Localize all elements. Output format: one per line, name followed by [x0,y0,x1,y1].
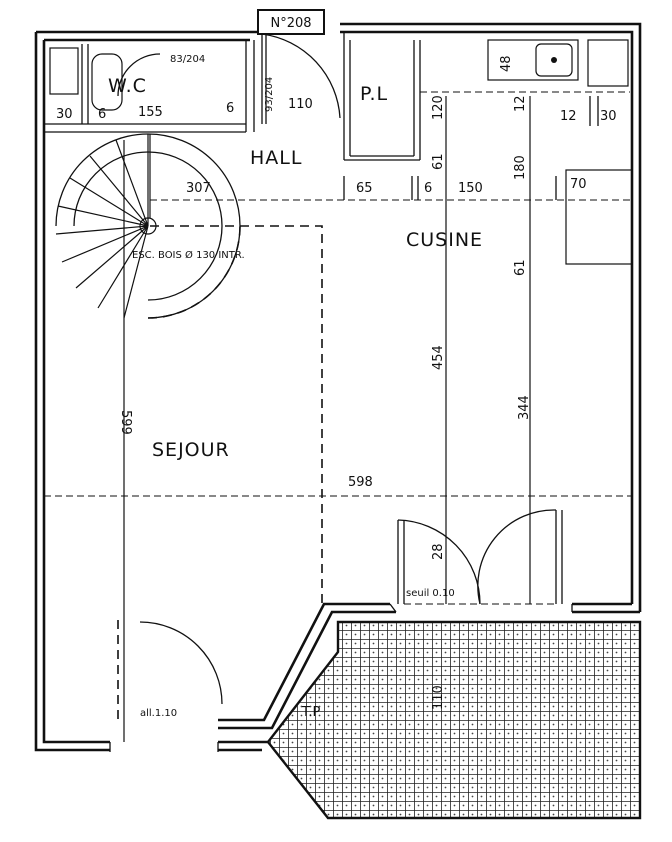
hall-area: HALL 307 65 6 150 70 61 180 61 [150,147,632,276]
dim-wc-155: 155 [138,105,163,120]
dim-k-12a: 12 [513,95,528,112]
wc-room: W.C 83/204 30 6 155 6 [44,40,255,133]
dim-h-307: 307 [186,181,211,196]
unit-number-tag: N°208 [257,9,325,35]
dim-t-110: 110 [431,685,446,710]
dim-pl-120: 120 [431,95,446,120]
dim-h-598: 598 [348,475,373,490]
dim-h-180: 180 [513,155,528,180]
dim-wc-6a: 6 [98,107,106,122]
terrace-floor [266,620,642,820]
dim-h-61a: 61 [431,153,446,170]
wc-label: W.C [108,75,147,97]
seuil-label: seuil 0.10 [406,588,455,599]
sejour-window-door: all.1.10 [117,620,223,724]
terrace-label: T.P [301,705,321,720]
spiral-staircase: ESC. BOIS Ø 130 INTR. [55,133,245,319]
dim-v-599: 599 [118,410,133,435]
dim-k-48: 48 [499,55,514,72]
hall-label: HALL [250,147,302,169]
dim-h-150: 150 [458,181,483,196]
dim-h-6: 6 [424,181,432,196]
mezzanine-outline [150,225,323,604]
dim-hall-110: 110 [288,97,313,112]
cuisine-label: CUSINE [406,229,483,251]
vertical-dimensions: 454 599 344 28 [118,96,532,742]
dim-h-65: 65 [356,181,373,196]
dim-wc-30: 30 [56,107,73,122]
dim-k-12b: 12 [560,109,577,124]
dim-k-61: 61 [513,259,528,276]
entrance-door: 93/204 110 [261,33,341,124]
unit-number: N°208 [270,16,311,31]
dim-v-28: 28 [431,543,446,560]
dim-v-344: 344 [517,395,532,420]
stair-label: ESC. BOIS Ø 130 INTR. [132,249,245,261]
dim-k-30: 30 [600,109,617,124]
kitchen-fixtures: 48 12 12 30 [420,39,633,265]
dim-wc-6b: 6 [226,101,234,116]
terrace-doors: seuil 0.10 [397,509,563,605]
sejour-label: SEJOUR [152,439,230,461]
pl-cupboard: P.L 120 [343,32,446,161]
hall-door-label: 93/204 [264,77,275,112]
allege-label: all.1.10 [140,708,177,719]
pl-label: P.L [360,83,388,105]
outer-walls [34,22,642,752]
dim-h-70: 70 [570,177,587,192]
dim-v-454: 454 [431,345,446,370]
wc-door-label: 83/204 [170,54,205,65]
